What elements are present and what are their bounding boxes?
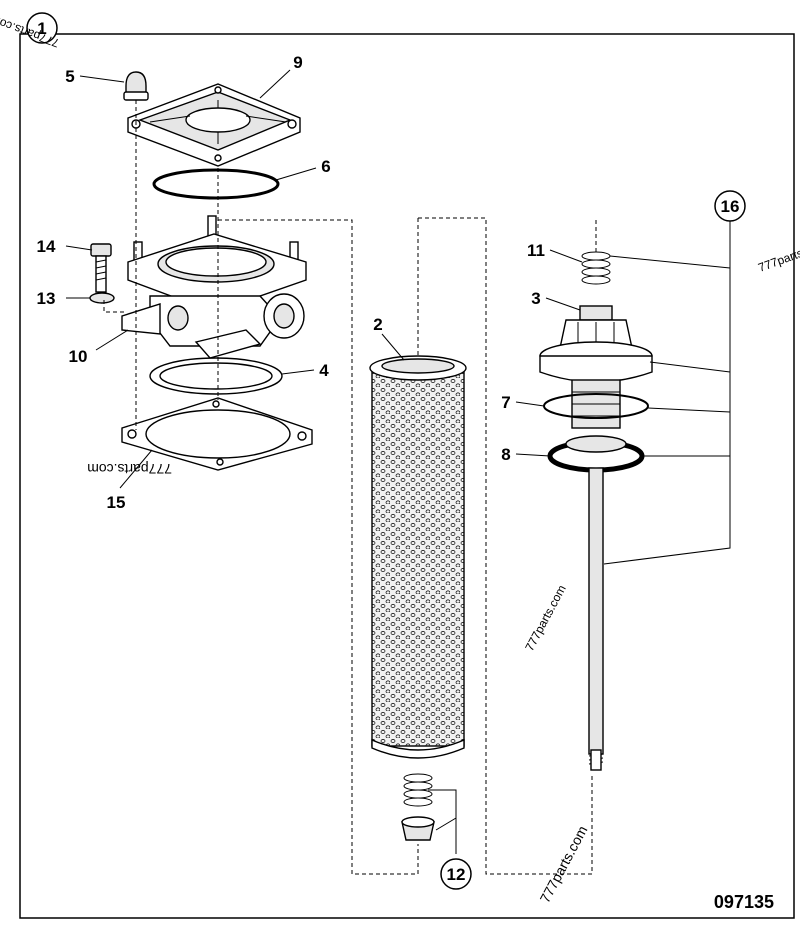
leader-2 — [381, 333, 405, 361]
leader-8 — [515, 453, 551, 457]
watermark-gasket: 777parts.com — [87, 461, 172, 477]
callout-11: 11 — [527, 241, 545, 260]
indicator-rod — [588, 467, 604, 771]
gasket-ring — [149, 357, 283, 395]
leader-14 — [65, 245, 93, 251]
leader-11 — [549, 249, 583, 263]
callout-14: 14 — [37, 237, 56, 256]
callout-5: 5 — [65, 67, 74, 86]
flange-gasket — [121, 397, 313, 471]
callout-4: 4 — [319, 361, 329, 380]
leader-6 — [275, 167, 317, 181]
callout-13: 13 — [37, 289, 56, 308]
leader-10 — [95, 329, 129, 351]
bolt — [90, 243, 112, 293]
callout-12: 12 — [447, 865, 466, 884]
cap-nut — [123, 71, 149, 101]
leader-4 — [281, 369, 315, 375]
callout-1: 1 — [37, 19, 46, 38]
filter-head — [121, 233, 307, 359]
callout-circle-16 — [714, 190, 746, 222]
top-cover — [127, 83, 301, 167]
drawing-border — [19, 33, 795, 919]
leader-7 — [515, 401, 545, 407]
leader-3 — [545, 297, 581, 311]
leader-15 — [119, 449, 153, 489]
bypass-valve — [401, 816, 435, 841]
filter-element — [369, 355, 467, 759]
callout-10: 10 — [69, 347, 88, 366]
callout-circle-12 — [440, 858, 472, 890]
washer — [89, 292, 115, 304]
leader-5 — [79, 75, 125, 83]
callout-8: 8 — [501, 445, 510, 464]
callout-16: 16 — [721, 197, 740, 216]
bypass-spring — [403, 773, 433, 807]
leader-16 — [603, 220, 731, 565]
watermark-rod: 777parts.com — [522, 583, 568, 654]
callout-6: 6 — [321, 157, 330, 176]
seal-ring — [547, 435, 645, 473]
indicator-spring — [581, 251, 611, 285]
callout-9: 9 — [293, 53, 302, 72]
callout-2: 2 — [373, 315, 382, 334]
leader-9 — [259, 69, 291, 99]
callout-3: 3 — [531, 289, 540, 308]
callout-15: 15 — [107, 493, 126, 512]
watermark-bottom: 777parts.com — [537, 823, 591, 905]
callout-7: 7 — [501, 393, 510, 412]
callout-circle-1 — [26, 12, 58, 44]
indicator-body — [539, 305, 653, 429]
drawing-number: 097135 — [714, 892, 774, 912]
o-ring-large — [152, 168, 280, 200]
